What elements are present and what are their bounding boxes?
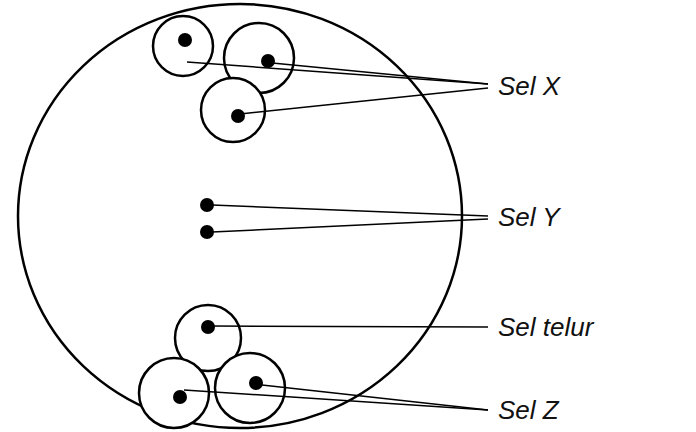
nucleus [173,390,187,404]
part-label: Sel Z [498,397,559,423]
part-label: Sel X [498,73,560,99]
nucleus [201,320,215,334]
embryo-sac-outline [18,4,462,428]
synergid-cell [215,353,285,423]
nucleus [231,109,245,123]
leader-line [212,205,488,216]
leader-line [187,62,488,84]
leader-line [240,88,488,114]
antipodal-cell [201,78,265,142]
polar-nucleus [200,198,214,212]
leader-line [262,385,488,410]
part-label: Sel Y [498,204,560,230]
part-label: Sel telur [498,314,593,340]
leader-line [212,326,488,327]
leader-line [212,219,488,232]
nucleus [249,376,263,390]
antipodal-cell [153,16,213,76]
nucleus [178,33,192,47]
polar-nucleus [200,225,214,239]
leader-line [262,62,488,84]
synergid-cell [139,358,209,428]
nucleus [261,54,275,68]
